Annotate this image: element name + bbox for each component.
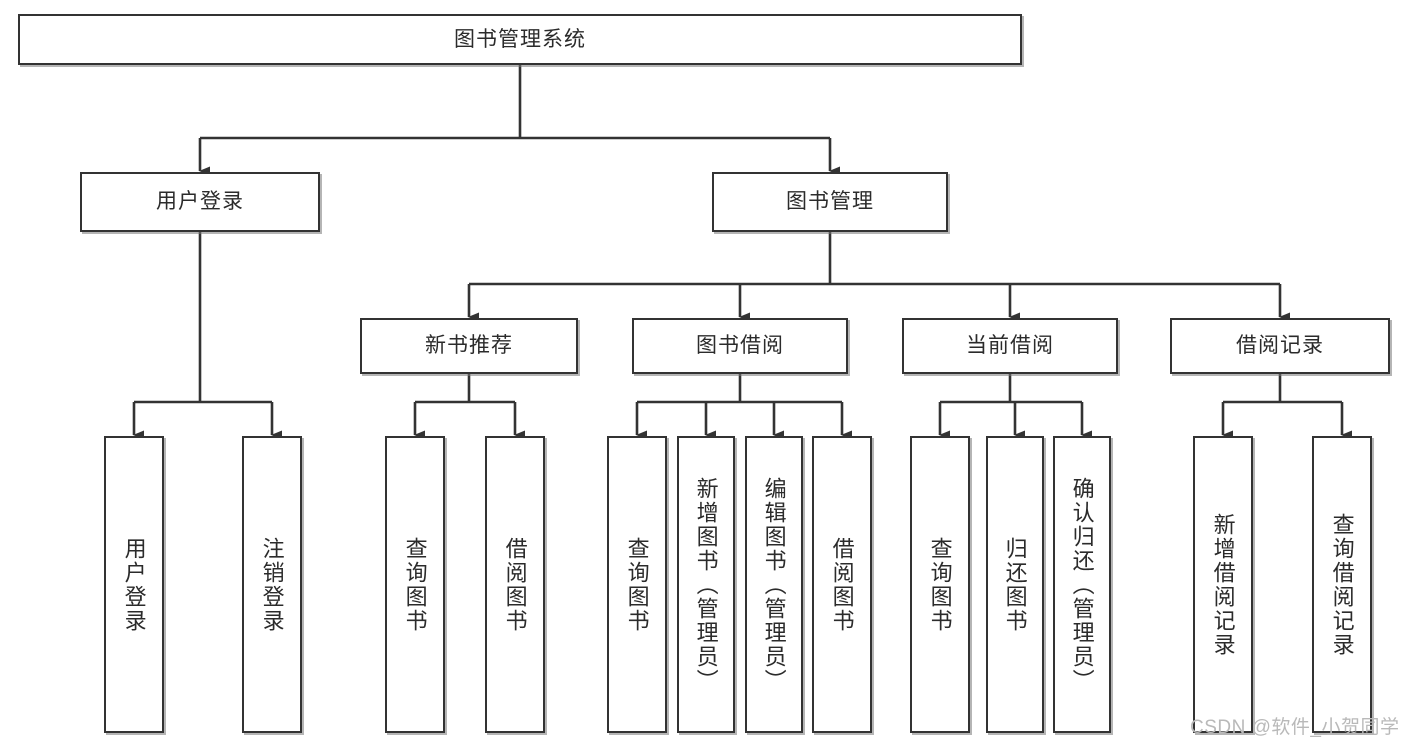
node-borrow-records-label: 借阅记录 <box>1236 334 1324 358</box>
leaf-logout-label: 注销登录 <box>259 536 285 633</box>
leaf-logout[interactable]: 注销登录 <box>242 436 302 733</box>
leaf-query-book-borrow-label: 查询图书 <box>624 536 650 633</box>
node-book-borrow[interactable]: 图书借阅 <box>632 318 848 374</box>
node-new-book-recommendation[interactable]: 新书推荐 <box>360 318 578 374</box>
node-new-book-recommendation-label: 新书推荐 <box>425 334 513 358</box>
node-book-borrow-label: 图书借阅 <box>696 334 784 358</box>
node-current-borrow[interactable]: 当前借阅 <box>902 318 1118 374</box>
leaf-borrow-book-label: 借阅图书 <box>829 536 855 633</box>
watermark: CSDN @软件_小贺同学 <box>1190 717 1400 738</box>
leaf-query-borrow-record[interactable]: 查询借阅记录 <box>1312 436 1372 733</box>
leaf-borrow-book[interactable]: 借阅图书 <box>812 436 872 733</box>
leaf-add-book-admin[interactable]: 新增图书（管理员） <box>677 436 735 733</box>
leaf-edit-book-admin-label: 编辑图书（管理员） <box>761 476 787 693</box>
leaf-return-book[interactable]: 归还图书 <box>986 436 1044 733</box>
leaf-return-book-label: 归还图书 <box>1002 536 1028 633</box>
leaf-user-login[interactable]: 用户登录 <box>104 436 164 733</box>
node-book-management-label: 图书管理 <box>786 190 874 214</box>
node-book-management[interactable]: 图书管理 <box>712 172 948 232</box>
leaf-borrow-book-recommend[interactable]: 借阅图书 <box>485 436 545 733</box>
leaf-confirm-return-admin[interactable]: 确认归还（管理员） <box>1053 436 1111 733</box>
node-borrow-records[interactable]: 借阅记录 <box>1170 318 1390 374</box>
leaf-query-book-current-label: 查询图书 <box>927 536 953 633</box>
node-current-borrow-label: 当前借阅 <box>966 334 1054 358</box>
leaf-query-book-recommend-label: 查询图书 <box>402 536 428 633</box>
leaf-query-book-recommend[interactable]: 查询图书 <box>385 436 445 733</box>
node-user-login-label: 用户登录 <box>156 190 244 214</box>
leaf-add-borrow-record[interactable]: 新增借阅记录 <box>1193 436 1253 733</box>
leaf-borrow-book-recommend-label: 借阅图书 <box>502 536 528 633</box>
leaf-query-book-borrow[interactable]: 查询图书 <box>607 436 667 733</box>
leaf-user-login-label: 用户登录 <box>121 536 147 633</box>
leaf-query-book-current[interactable]: 查询图书 <box>910 436 970 733</box>
node-user-login[interactable]: 用户登录 <box>80 172 320 232</box>
node-root[interactable]: 图书管理系统 <box>18 14 1022 65</box>
leaf-add-borrow-record-label: 新增借阅记录 <box>1210 512 1236 657</box>
leaf-confirm-return-admin-label: 确认归还（管理员） <box>1069 476 1095 693</box>
leaf-add-book-admin-label: 新增图书（管理员） <box>693 476 719 693</box>
leaf-query-borrow-record-label: 查询借阅记录 <box>1329 512 1355 657</box>
node-root-label: 图书管理系统 <box>454 27 586 51</box>
leaf-edit-book-admin[interactable]: 编辑图书（管理员） <box>745 436 803 733</box>
